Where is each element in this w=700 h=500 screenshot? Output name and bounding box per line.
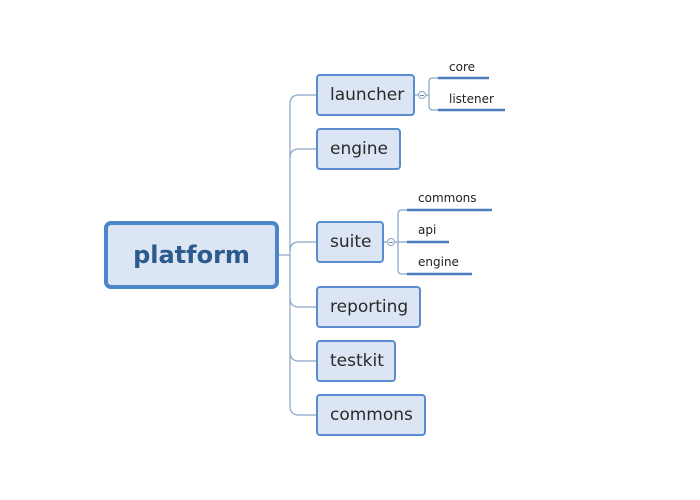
trunk-connector — [289, 94, 300, 416]
branch-connector-suite — [289, 241, 316, 252]
launcher-children-connector — [415, 77, 438, 111]
node-engine[interactable]: engine — [316, 128, 401, 170]
node-testkit[interactable]: testkit — [316, 340, 396, 382]
branch-connector-testkit — [289, 351, 316, 362]
branch-connector-reporting — [289, 297, 316, 308]
collapse-suite-icon[interactable] — [387, 238, 395, 246]
leaf-suite-engine[interactable]: engine — [418, 255, 459, 269]
leaf-suite-commons[interactable]: commons — [418, 191, 477, 205]
leaf-listener[interactable]: listener — [449, 92, 494, 106]
branch-connector-engine — [289, 148, 316, 159]
root-node-platform[interactable]: platform — [104, 221, 279, 289]
node-commons[interactable]: commons — [316, 394, 426, 436]
node-launcher[interactable]: launcher — [316, 74, 415, 116]
node-suite[interactable]: suite — [316, 221, 384, 263]
suite-children-connector — [384, 209, 407, 275]
collapse-launcher-icon[interactable] — [418, 91, 426, 99]
leaf-core[interactable]: core — [449, 60, 475, 74]
leaf-suite-api[interactable]: api — [418, 223, 437, 237]
node-reporting[interactable]: reporting — [316, 286, 421, 328]
